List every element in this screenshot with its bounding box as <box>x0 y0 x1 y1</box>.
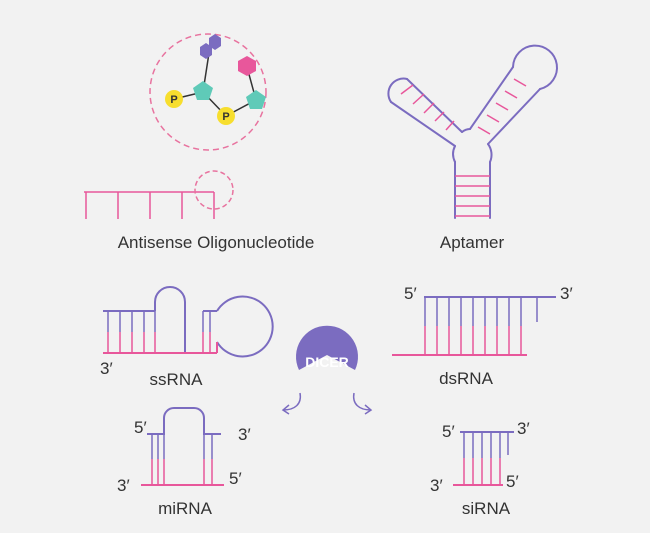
mirna-three-prime-top: 3′ <box>238 425 251 444</box>
nucleobase-hexagon-pink <box>238 56 256 76</box>
ssrna-base-pairs <box>107 311 211 353</box>
mirna-base-pairs <box>151 434 213 485</box>
sirna-label: siRNA <box>462 499 511 518</box>
mirna-label: miRNA <box>158 499 212 518</box>
dicer-label: DICER <box>305 354 349 370</box>
dicer-arrow-right <box>352 392 373 415</box>
dsrna-five-prime: 5′ <box>404 284 417 303</box>
phosphate-label: P <box>222 111 229 123</box>
sugar-pentagon-teal <box>193 81 213 100</box>
sirna-three-prime-bottom: 3′ <box>430 476 443 495</box>
ssrna-structure <box>103 286 274 358</box>
aptamer-label: Aptamer <box>440 233 505 252</box>
sirna-five-prime-bottom: 5′ <box>506 472 519 491</box>
dsrna-structure <box>392 296 556 356</box>
phosphate-label: P <box>170 94 177 106</box>
dicer-arrow-left <box>281 392 302 415</box>
phosphate-circle <box>217 107 235 125</box>
sirna-three-prime-top: 3′ <box>517 419 530 438</box>
mirna-structure <box>141 407 224 486</box>
sirna-five-prime: 5′ <box>442 422 455 441</box>
antisense-label: Antisense Oligonucleotide <box>118 233 315 252</box>
ssrna-label: ssRNA <box>150 370 204 389</box>
ssrna-three-prime: 3′ <box>100 359 113 378</box>
sugar-pentagon-teal <box>246 90 266 109</box>
sirna-base-pairs <box>463 432 509 485</box>
phosphate-circle <box>165 90 183 108</box>
mirna-five-prime-bottom: 5′ <box>229 469 242 488</box>
dicer-enzyme: DICER <box>296 325 358 370</box>
mirna-three-prime-bottom: 3′ <box>117 476 130 495</box>
aptamer-structure <box>387 44 558 219</box>
dsrna-base-pairs <box>424 297 538 355</box>
nucleobase-hexagon-purple <box>209 34 221 50</box>
mirna-five-prime: 5′ <box>134 418 147 437</box>
antisense-zoom-circle <box>149 33 267 151</box>
antisense-strand <box>84 191 215 219</box>
dsrna-label: dsRNA <box>439 369 494 388</box>
sirna-structure <box>453 431 514 486</box>
dsrna-three-prime: 3′ <box>560 284 573 303</box>
antisense-molecule: P P <box>165 34 266 125</box>
aptamer-base-pairs <box>400 78 527 217</box>
nucleobase-hexagon-purple <box>200 43 212 59</box>
antisense-focus-circle <box>194 170 234 210</box>
